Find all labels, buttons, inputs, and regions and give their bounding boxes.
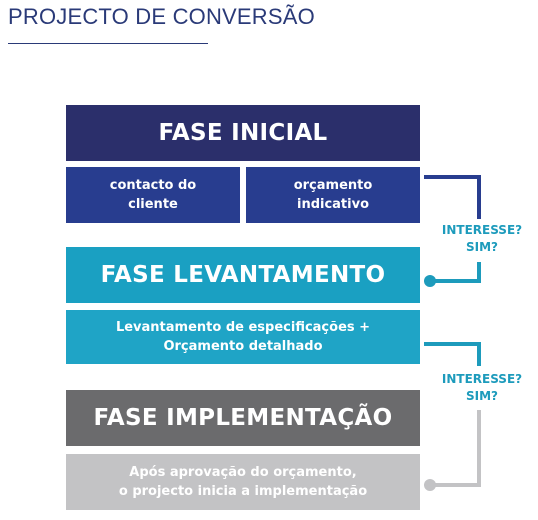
decision-question-2-line-2: SIM? [465,389,498,403]
connector-survey-dot [424,275,436,287]
connector-survey-to-implementation [424,342,481,366]
phase-implementation-header: FASE IMPLEMENTAÇÃO [66,390,420,446]
phase-initial-title: FASE INICIAL [158,120,328,146]
step-implementation-line-2: o projecto inicia a implementação [118,484,368,499]
decision-question-2: INTERESSE? SIM? [432,371,532,405]
step-client-contact-line-2: cliente [128,197,178,212]
phase-survey-header: FASE LEVANTAMENTO [66,247,420,303]
phase-initial-header: FASE INICIAL [66,105,420,161]
step-specifications-line-1: Levantamento de especificações + [115,320,371,335]
step-indicative-quote-line-1: orçamento [293,178,373,193]
step-client-contact-line-1: contacto do [109,178,197,193]
step-specifications: Levantamento de especificações + Orçamen… [66,310,420,364]
decision-question-2-line-1: INTERESSE? [441,372,523,386]
step-indicative-quote: orçamento indicativo [246,167,420,223]
title-underline [8,43,208,44]
connector-initial-to-survey [424,175,481,219]
step-client-contact: contacto do cliente [66,167,240,223]
connector-question-2-to-implementation [430,410,481,487]
phase-survey-title: FASE LEVANTAMENTO [100,262,386,288]
phase-implementation-title: FASE IMPLEMENTAÇÃO [93,405,393,431]
step-specifications-line-2: Orçamento detalhado [163,339,323,354]
step-implementation-line-1: Após aprovação do orçamento, [129,465,357,480]
decision-question-1: INTERESSE? SIM? [432,222,532,256]
step-implementation-start: Após aprovação do orçamento, o projecto … [66,454,420,510]
step-indicative-quote-line-2: indicativo [296,197,370,212]
page-title: PROJECTO DE CONVERSÃO [8,4,315,29]
decision-question-1-line-2: SIM? [465,240,498,254]
connector-implementation-dot [424,479,436,491]
decision-question-1-line-1: INTERESSE? [441,223,523,237]
connector-question-1-to-survey [430,262,481,283]
